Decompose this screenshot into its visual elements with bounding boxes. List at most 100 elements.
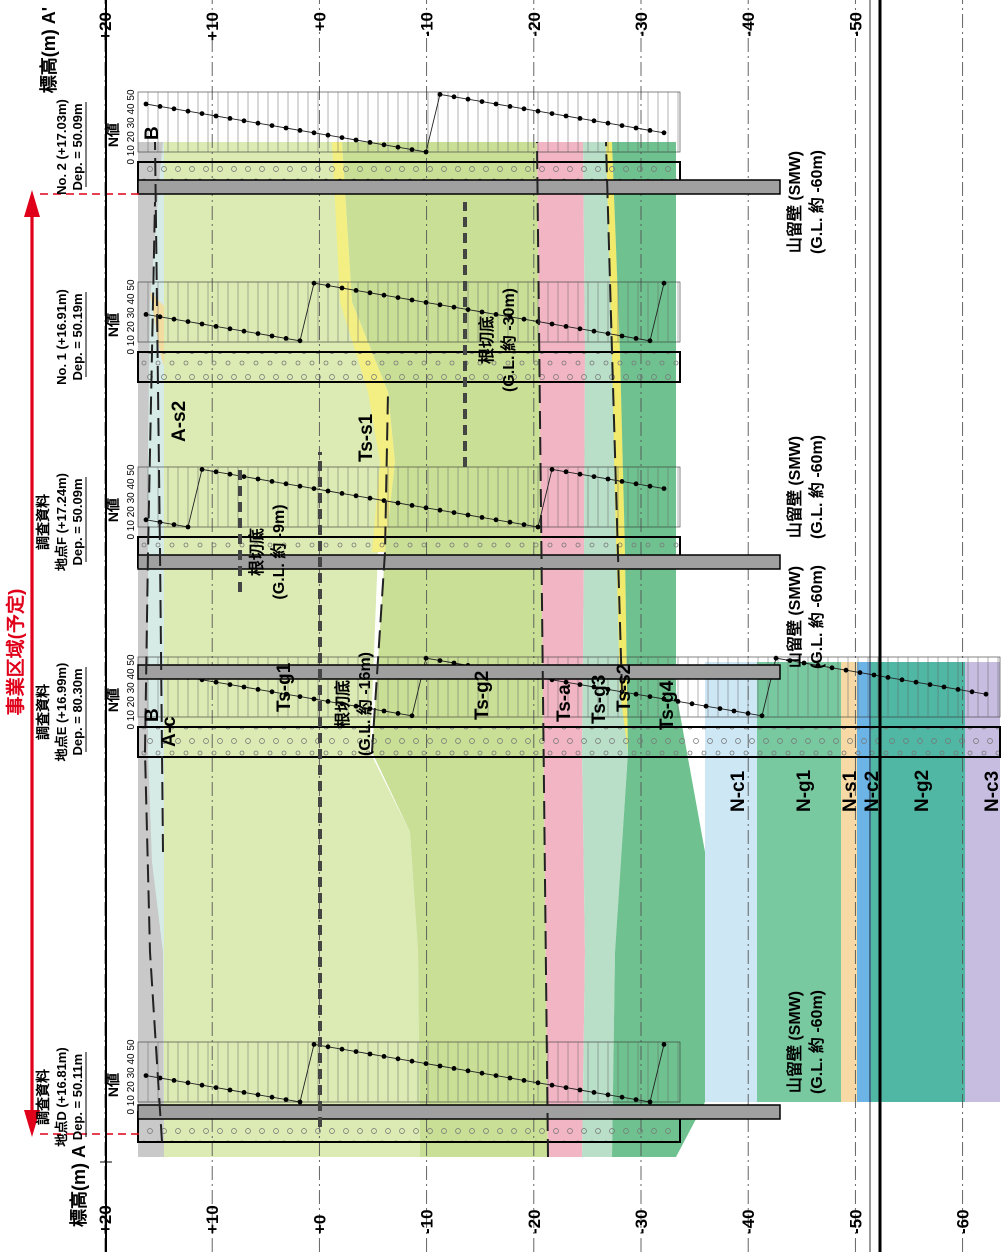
n-value-point xyxy=(493,517,499,523)
n-value-point xyxy=(577,471,583,477)
layer-label-tsg3: Ts-g3 xyxy=(589,675,610,724)
n-value-point xyxy=(437,1063,443,1069)
n-value-point xyxy=(311,1041,317,1047)
n-value-point xyxy=(451,660,457,666)
n-value-point xyxy=(605,120,611,126)
n-value-point xyxy=(451,94,457,100)
n-value-point xyxy=(367,706,373,711)
n-value-point xyxy=(339,135,345,140)
n-value-point xyxy=(185,108,191,114)
project-area-label: 事業区域(予定) xyxy=(4,589,27,716)
n-value-point xyxy=(241,118,247,124)
n-value-point xyxy=(241,474,247,479)
n-value-point xyxy=(731,708,737,714)
borehole-header-nlabel: N値 xyxy=(105,688,121,712)
n-value-point xyxy=(955,687,961,692)
n-value-point xyxy=(773,655,779,661)
n-value-point xyxy=(689,701,695,707)
n-value-point xyxy=(577,682,583,687)
n-value-point xyxy=(661,130,667,136)
axis-right-tick: +20 xyxy=(96,12,115,41)
wall-label-2-line1: 山留壁 (SMW) xyxy=(785,566,804,668)
n-value-point xyxy=(451,510,457,515)
n-value-point xyxy=(647,338,653,344)
smw-wall xyxy=(137,1104,781,1120)
n-value-point xyxy=(507,314,513,320)
layer-label-ng1: N-g1 xyxy=(794,769,815,812)
n-value-point xyxy=(591,328,597,334)
n-value-point xyxy=(465,96,471,102)
n-value-point xyxy=(367,140,373,145)
n-value-point xyxy=(829,665,835,671)
n-value-point xyxy=(521,522,527,527)
arrow-head-right xyxy=(24,190,40,217)
smw-walls xyxy=(137,179,781,1120)
boundary-tsa xyxy=(536,141,549,1158)
layer-label-nc2: N-c2 xyxy=(862,771,883,812)
borehole-header-name: 地点F (+17.24m) xyxy=(54,473,69,571)
layer-tsg1 xyxy=(164,142,420,1157)
n-value-point xyxy=(199,321,205,327)
layer-label-ac: A-c xyxy=(159,716,180,747)
n-value-point xyxy=(563,113,569,119)
wall-label-3-line2: (G.L. 約 -60m) xyxy=(807,435,826,539)
borehole-header-scale: 0 10 20 30 40 50 xyxy=(126,464,137,540)
layer-ns1 xyxy=(841,662,857,1102)
axis-left-tick: +0 xyxy=(310,1215,329,1234)
n-value-point xyxy=(409,297,415,303)
n-value-point xyxy=(577,326,583,332)
n-value-point xyxy=(255,120,261,126)
n-value-point xyxy=(647,128,653,133)
n-value-point xyxy=(759,713,765,719)
excavation-label-3-line1: 根切底 xyxy=(477,316,496,364)
n-value-point xyxy=(283,336,289,341)
layer-label-as2: A-s2 xyxy=(169,401,190,442)
n-value-point xyxy=(871,672,877,678)
n-value-point xyxy=(255,476,261,482)
boundary-tss2 xyxy=(605,141,623,693)
n-value-point xyxy=(269,689,275,695)
wall-label-4-line2: (G.L. 約 -60m) xyxy=(807,150,826,254)
n-value-point xyxy=(493,1073,499,1078)
n-value-point xyxy=(283,125,289,131)
n-value-point xyxy=(507,519,513,525)
n-value-point xyxy=(227,471,233,477)
n-value-point xyxy=(395,295,401,300)
layer-label-b2: B xyxy=(142,126,163,140)
n-value-point xyxy=(857,670,863,675)
n-value-point xyxy=(479,99,485,104)
n-value-point xyxy=(675,699,681,704)
borehole-header-depth: Dep. = 50.09m xyxy=(70,478,85,565)
n-value-point xyxy=(899,677,905,683)
layer-tsa xyxy=(537,142,585,1157)
borehole-header-nlabel: N値 xyxy=(105,313,121,337)
borehole-soil-strip xyxy=(137,726,1001,758)
n-value-point xyxy=(605,476,611,482)
n-value-point xyxy=(423,300,429,305)
layer-label-nc1: N-c1 xyxy=(728,770,749,812)
n-value-point xyxy=(395,500,401,506)
borehole-header-scale: 0 10 20 30 40 50 xyxy=(126,89,137,165)
n-value-point xyxy=(269,333,275,339)
excavation-label-2-line2: (G.L. 約 -9m) xyxy=(269,504,288,599)
n-value-area xyxy=(137,466,681,528)
n-value-point xyxy=(185,319,191,324)
n-value-point xyxy=(521,106,527,112)
layer-tss2 xyxy=(606,142,628,752)
n-value-point xyxy=(633,1097,639,1102)
n-value-point xyxy=(353,493,359,499)
n-value-point xyxy=(549,467,555,472)
borehole-header-name: 地点E (+16.99m) xyxy=(54,663,69,762)
n-value-point xyxy=(269,479,275,484)
n-value-point xyxy=(815,663,821,668)
layer-tss1 xyxy=(332,142,395,552)
smw-wall xyxy=(137,554,781,570)
n-value-point xyxy=(535,108,541,114)
n-value-point xyxy=(325,132,331,138)
n-value-point xyxy=(311,130,317,136)
smw-wall xyxy=(137,179,781,195)
axis-left-tick: -40 xyxy=(739,1209,758,1234)
axis-left-tick: -20 xyxy=(525,1209,544,1234)
